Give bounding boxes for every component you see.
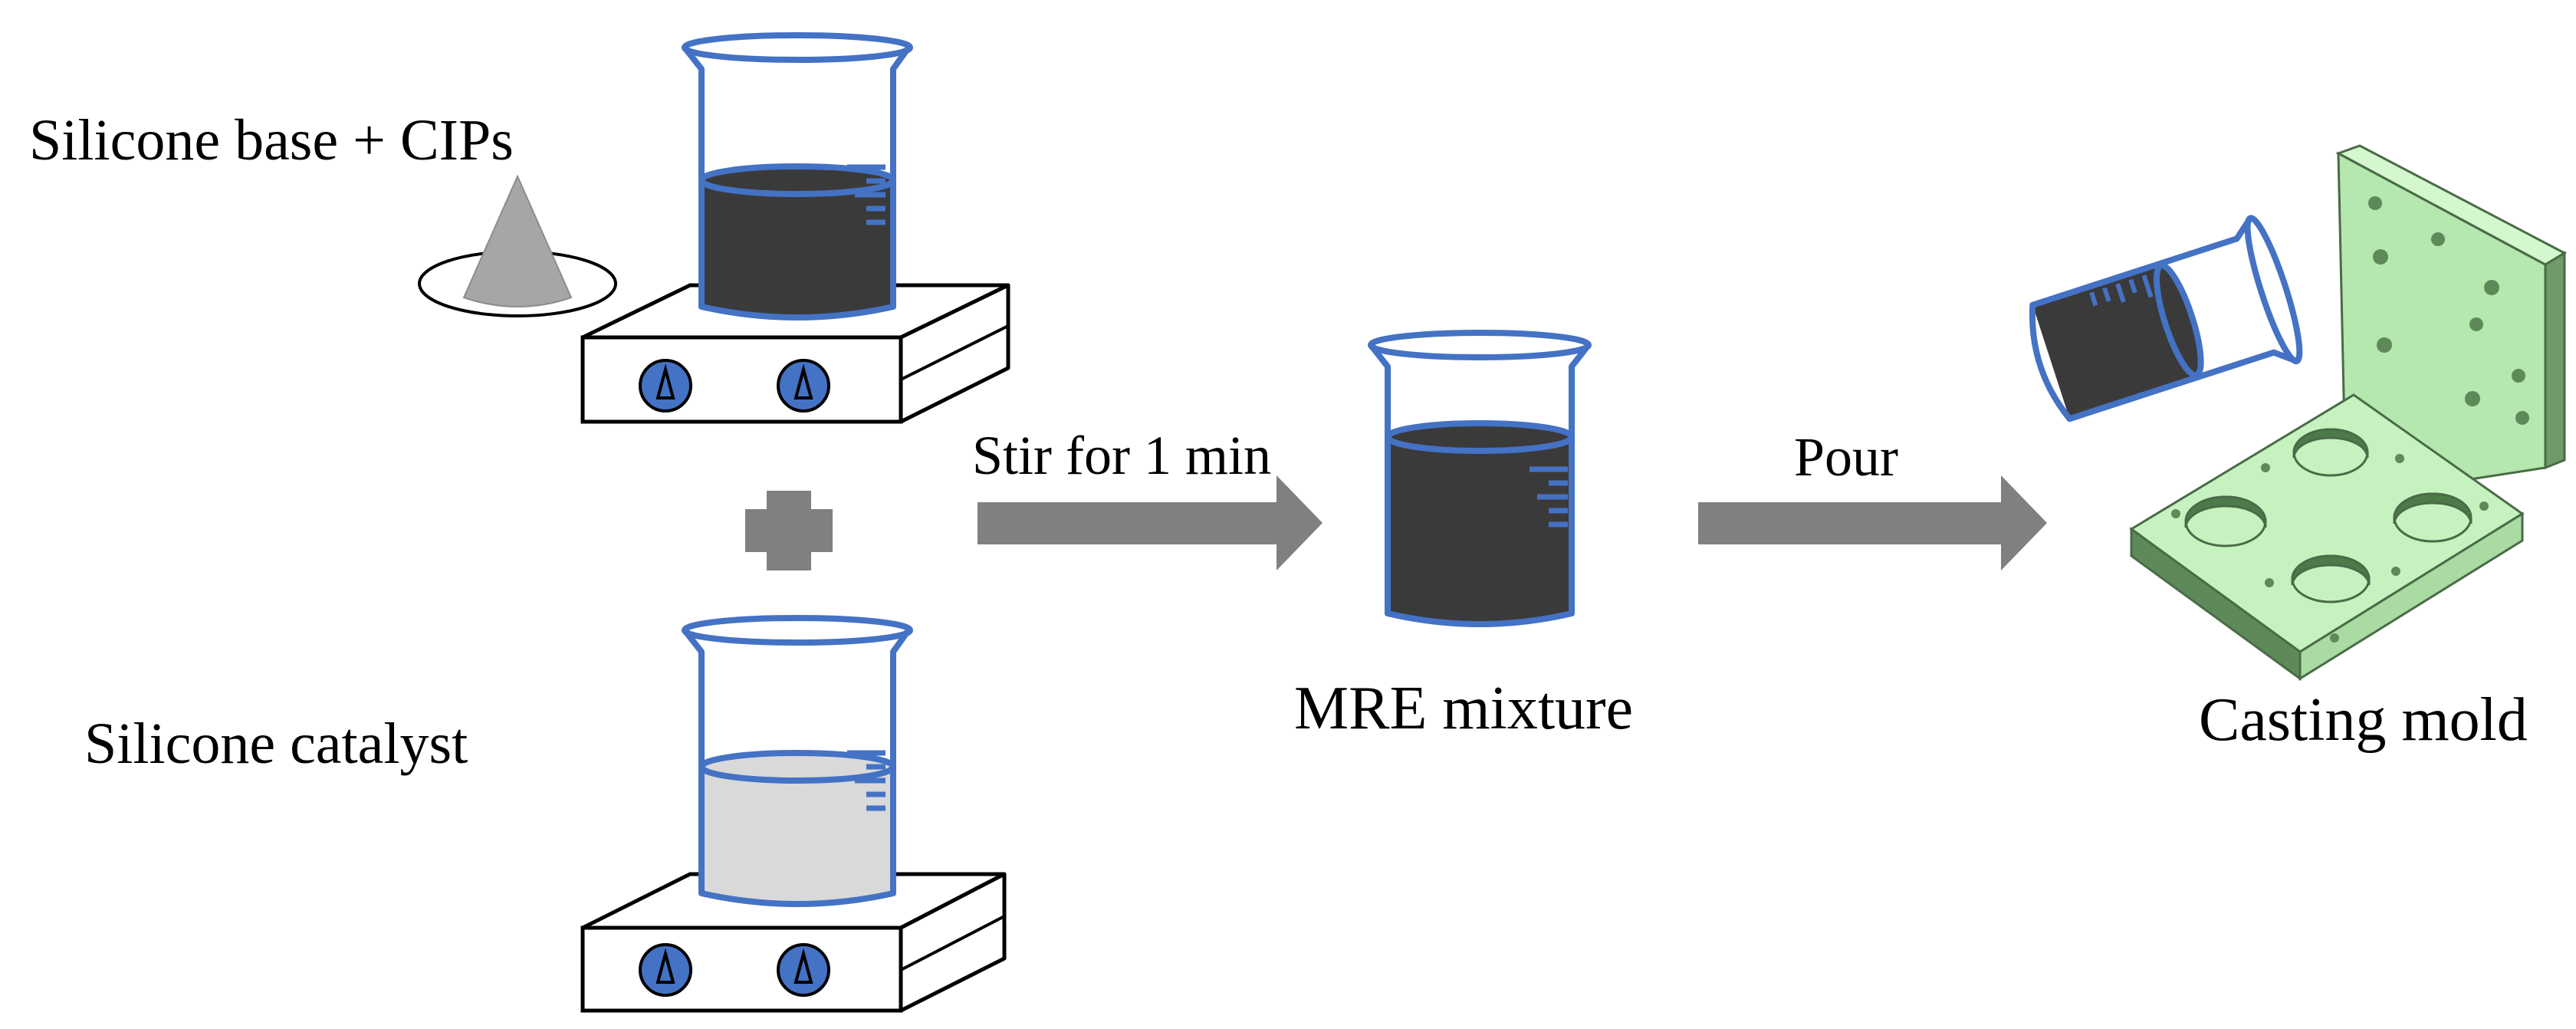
beaker-icon bbox=[1368, 330, 1592, 627]
arrow-right-icon bbox=[978, 475, 1322, 570]
silicone-base-label: Silicone base + CIPs bbox=[29, 108, 514, 173]
powder-cone-icon bbox=[418, 174, 617, 317]
casting-mold-label: Casting mold bbox=[2199, 686, 2528, 754]
knob-icon bbox=[777, 943, 830, 997]
knob-icon bbox=[639, 943, 692, 997]
stir-step-label: Stir for 1 min bbox=[972, 425, 1271, 486]
casting-mold-icon bbox=[2129, 144, 2568, 681]
mre-mixture-label: MRE mixture bbox=[1294, 675, 1633, 742]
tilted-beaker-icon bbox=[2029, 215, 2303, 422]
pour-step-label: Pour bbox=[1794, 426, 1898, 488]
knob-icon bbox=[777, 359, 830, 413]
beaker-icon bbox=[682, 615, 913, 907]
silicone-catalyst-label: Silicone catalyst bbox=[84, 712, 468, 776]
arrow-right-icon bbox=[1698, 475, 2047, 570]
knob-icon bbox=[639, 359, 692, 413]
plus-icon bbox=[745, 491, 833, 570]
beaker-icon bbox=[682, 32, 913, 321]
